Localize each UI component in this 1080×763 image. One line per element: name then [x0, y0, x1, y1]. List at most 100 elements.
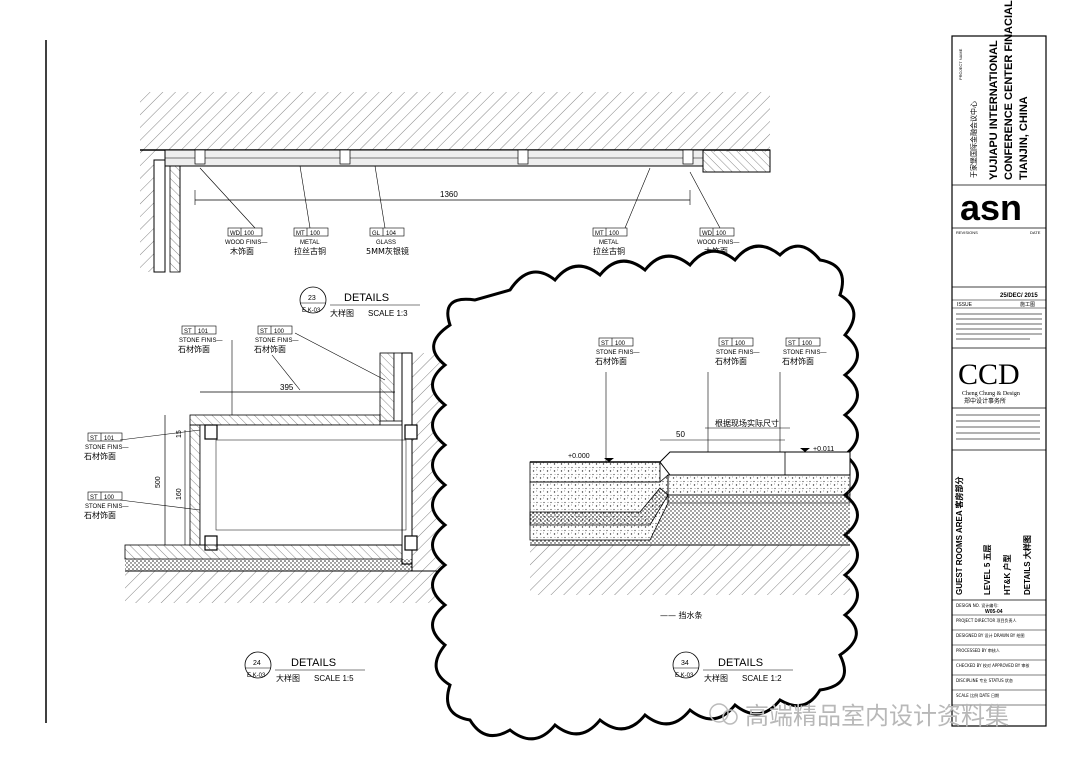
svg-text:石材饰面: 石材饰面	[84, 451, 116, 461]
right-dim-note: 根据现场实际尺寸	[715, 418, 779, 428]
drawing-no: W05-04	[985, 609, 1003, 615]
svg-text:15: 15	[176, 430, 183, 438]
svg-text:STONE FINIS—: STONE FINIS—	[179, 338, 223, 344]
svg-text:100: 100	[274, 329, 285, 335]
svg-text:GLASS: GLASS	[376, 240, 396, 246]
svg-text:DETAILS: DETAILS	[344, 292, 389, 304]
svg-text:STONE FINIS—: STONE FINIS—	[716, 350, 760, 356]
svg-text:100: 100	[716, 231, 727, 237]
svg-text:拉丝古铜: 拉丝古铜	[294, 246, 326, 256]
svg-text:WOOD FINIS—: WOOD FINIS—	[697, 240, 739, 246]
drawing-title-4: DETAILS 大样图	[1022, 535, 1032, 595]
svg-text:100: 100	[802, 341, 813, 347]
svg-text:DETAILS: DETAILS	[291, 657, 336, 669]
svg-text:STONE FINIS—: STONE FINIS—	[255, 338, 299, 344]
svg-text:104: 104	[386, 231, 397, 237]
svg-text:MT: MT	[595, 231, 604, 237]
left-dim-width: 395	[280, 383, 294, 392]
ccd-name-en: Cheng Chung & Design	[962, 391, 1020, 397]
ccd-address	[956, 414, 1040, 440]
issue-status: 施工图	[1020, 301, 1035, 308]
svg-text:拉丝古铜: 拉丝古铜	[593, 246, 625, 256]
right-callout-2: ST 100 STONE FINIS—石材饰面	[715, 337, 760, 366]
svg-text:5MM灰银镜: 5MM灰银镜	[366, 246, 409, 256]
tb-row-1: PROJECT DIRECTOR 项目负责人	[956, 617, 1017, 623]
project-name-label: PROJECT NAME	[958, 48, 963, 80]
svg-text:DETAILS: DETAILS	[718, 657, 763, 669]
svg-text:STONE FINIS—: STONE FINIS—	[85, 445, 129, 451]
drawing-title-1: GUEST ROOMS AREA 客房部分	[954, 476, 964, 595]
svg-text:100: 100	[609, 231, 620, 237]
top-detail: 1360	[140, 92, 771, 273]
watermark-text: 高端精品室内设计资料集	[745, 702, 1009, 730]
svg-text:ST: ST	[721, 341, 729, 347]
svg-text:E.K-03: E.K-03	[247, 673, 266, 679]
svg-text:石材饰面: 石材饰面	[84, 510, 116, 520]
fine-print-notes	[956, 313, 1042, 340]
right-dim-value: 50	[676, 430, 685, 439]
drawing-title-3: HT&K 户型	[1002, 555, 1012, 595]
right-detail: 50 根据现场实际尺寸 +0.000 +0.011 —— 挡水条	[529, 372, 851, 620]
svg-text:STONE FINIS—: STONE FINIS—	[596, 350, 640, 356]
left-callout-3: ST 101 STONE FINIS—石材饰面	[84, 432, 129, 461]
detail-title-34: 34 E.K-03 DETAILS 大样图 SCALE 1:2	[672, 651, 793, 683]
svg-text:SCALE 1:3: SCALE 1:3	[368, 309, 408, 318]
drawing-no-label: DESIGN NO. 设计编号:	[956, 602, 999, 608]
svg-text:木饰面: 木饰面	[230, 246, 254, 256]
revisions-label: REVISIONS	[956, 230, 978, 235]
svg-text:石材饰面: 石材饰面	[595, 356, 627, 366]
svg-text:100: 100	[735, 341, 746, 347]
left-detail: 395 500 160 15	[119, 332, 467, 603]
drawing-title-2: LEVEL 5 五层	[983, 544, 992, 595]
svg-text:160: 160	[176, 488, 183, 500]
wechat-icon	[709, 703, 729, 723]
svg-text:101: 101	[198, 329, 209, 335]
issue-date: 25/DEC/ 2015	[1000, 293, 1038, 299]
svg-text:500: 500	[155, 476, 162, 488]
ccd-name-cn: 郑中设计事务所	[964, 397, 1006, 405]
project-name-en-3: TIANJIN, CHINA	[1018, 96, 1030, 180]
svg-text:ST: ST	[260, 329, 268, 335]
svg-text:石材饰面: 石材饰面	[715, 356, 747, 366]
svg-text:E.K-03: E.K-03	[302, 308, 321, 314]
detail-title-23: 23 E.K-03 DETAILS 大样图 SCALE 1:3	[299, 286, 420, 318]
svg-text:101: 101	[104, 436, 115, 442]
svg-text:100: 100	[244, 231, 255, 237]
tb-row-6: SCALE 比例 DATE 日期	[956, 692, 999, 698]
tb-row-2: DESIGNED BY 设计 DRAWN BY 绘图	[956, 632, 1024, 638]
svg-text:STONE FINIS—: STONE FINIS—	[85, 504, 129, 510]
svg-text:SCALE 1:2: SCALE 1:2	[742, 674, 782, 683]
detail-title-24: 24 E.K-03 DETAILS 大样图 SCALE 1:5	[244, 651, 365, 683]
top-dimension: 1360	[440, 190, 458, 199]
svg-text:23: 23	[308, 295, 316, 302]
svg-text:石材饰面: 石材饰面	[254, 344, 286, 354]
project-name-en-2: CONFERENCE CENTER FINACIAL	[1003, 0, 1015, 180]
svg-text:E.K-03: E.K-03	[675, 673, 694, 679]
svg-text:100: 100	[104, 495, 115, 501]
issue-label: ISSUE	[957, 302, 973, 308]
left-callout-2: ST 100 STONE FINIS—石材饰面	[254, 325, 299, 354]
date-label: DATE	[1030, 230, 1041, 235]
asn-logo: asn	[960, 187, 1022, 228]
svg-text:STONE FINIS—: STONE FINIS—	[783, 350, 827, 356]
svg-text:大样图: 大样图	[276, 673, 300, 683]
water-stop-note: —— 挡水条	[660, 610, 703, 620]
watermark: 高端精品室内设计资料集	[709, 702, 1009, 730]
svg-text:WOOD FINIS—: WOOD FINIS—	[225, 240, 267, 246]
svg-text:WD: WD	[702, 231, 713, 237]
svg-text:METAL: METAL	[599, 240, 619, 246]
svg-text:ST: ST	[90, 436, 98, 442]
svg-text:MT: MT	[296, 231, 305, 237]
ccd-logo: CCD	[958, 358, 1020, 391]
tb-row-4: CHECKED BY 校对 APPROVED BY 审核	[956, 662, 1029, 668]
svg-text:34: 34	[681, 660, 689, 667]
svg-text:WD: WD	[230, 231, 241, 237]
svg-text:大样图: 大样图	[330, 308, 354, 318]
svg-text:ST: ST	[184, 329, 192, 335]
level-right: +0.011	[813, 446, 834, 453]
